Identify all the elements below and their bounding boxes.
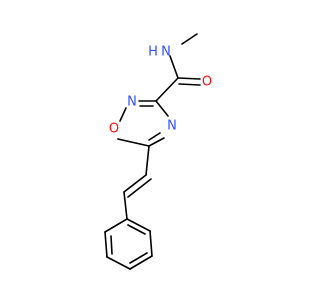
atom-ring-n2: N — [127, 95, 137, 110]
atom-ring-o1: O — [109, 122, 119, 137]
bond-n4-c3 — [155, 100, 169, 117]
bond-n2-o1 — [119, 107, 127, 122]
bond-ph-4 — [129, 255, 153, 270]
atom-amide-n: N — [161, 45, 171, 60]
bond-ph-2-inner — [110, 235, 113, 255]
bond-n-carbonyl — [169, 55, 179, 79]
bond-ph-5 — [149, 230, 153, 257]
atom-carbonyl-o: O — [202, 75, 212, 90]
bond-ph-1 — [104, 218, 128, 233]
bond-carbonyl-o-2 — [178, 83, 201, 86]
bond-methyl-n — [181, 33, 198, 45]
bond-c5-n4 — [148, 137, 165, 147]
bond-o1-c5 — [117, 138, 150, 147]
bond-ph-6 — [126, 218, 151, 232]
bond-c5-n4-double — [148, 132, 161, 141]
molecule-structure: H N O N O N — [104, 33, 212, 270]
bond-c5-vinyl — [145, 145, 150, 176]
bond-vinyl-phenyl — [123, 191, 128, 220]
bond-vinyl-double-1 — [123, 174, 147, 193]
atom-amide-h: H — [148, 45, 158, 60]
bond-carbonyl-o-1 — [177, 77, 201, 80]
bond-ph-2 — [104, 231, 108, 258]
atom-ring-n4: N — [167, 119, 177, 134]
structure-canvas: H N O N O N — [104, 33, 212, 270]
bond-ph-3 — [106, 256, 131, 270]
bond-ph-4-inner — [129, 252, 148, 264]
bond-carbonyl-ring — [155, 77, 179, 102]
bond-ph-6-inner — [127, 224, 146, 235]
bond-vinyl-double-2 — [127, 178, 152, 198]
